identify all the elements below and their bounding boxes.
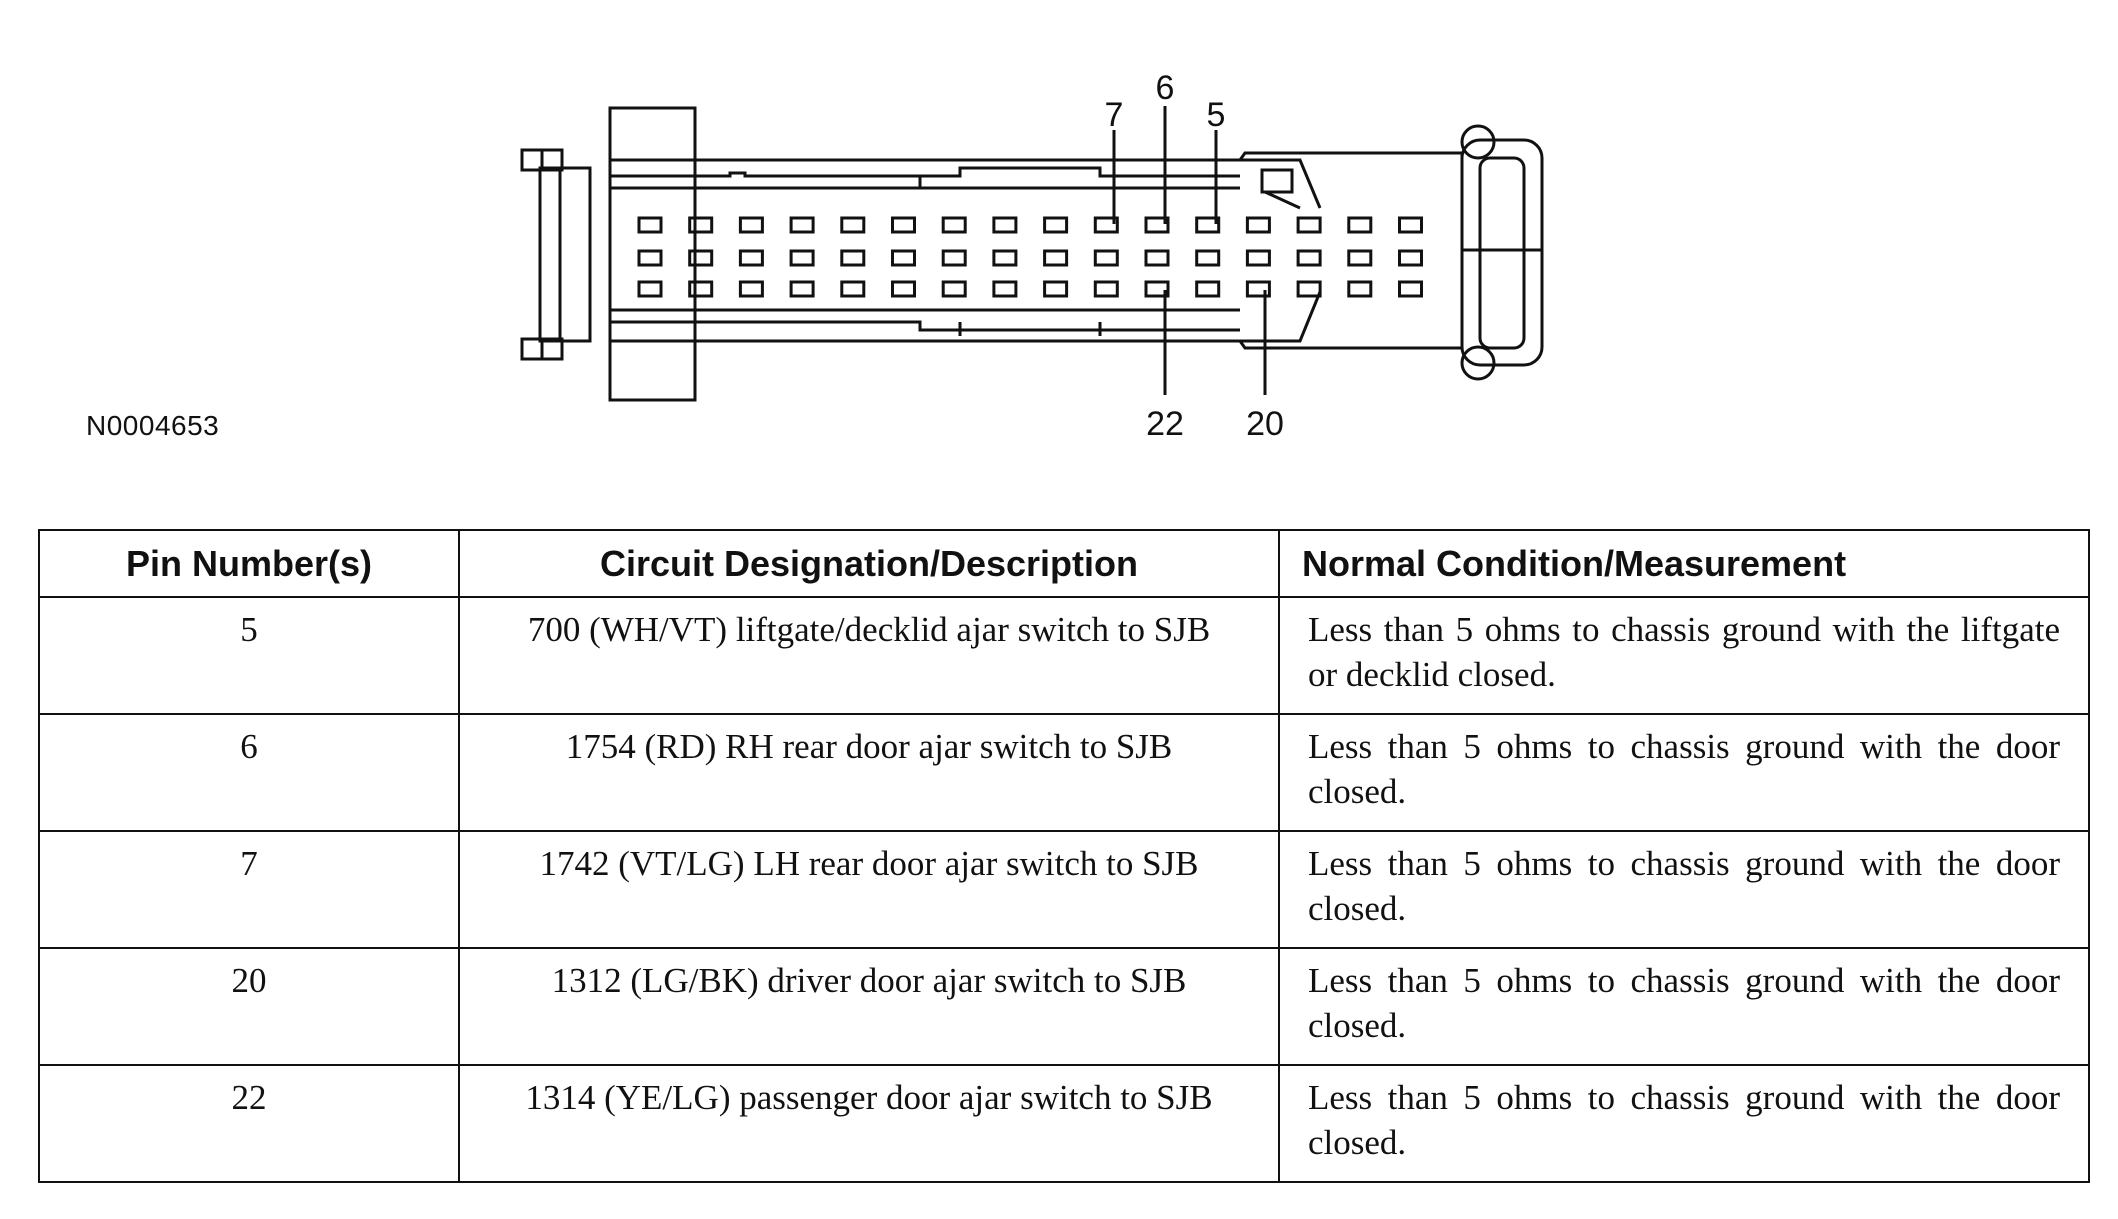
pin-cavity	[1398, 216, 1423, 234]
callout-pin-22: 22	[1146, 405, 1184, 443]
callout-pin-6: 6	[1156, 69, 1175, 107]
pin-cavity	[789, 216, 815, 234]
pin-cavity	[1245, 249, 1271, 267]
table-row: 5 700 (WH/VT) liftgate/decklid ajar swit…	[38, 596, 2090, 715]
right-housing	[1460, 138, 1544, 367]
connector-body	[610, 151, 1464, 350]
mounting-hole-top	[1460, 124, 1496, 160]
mounting-plate	[608, 106, 697, 402]
pin-cavity	[789, 280, 815, 298]
cell-pin: 22	[38, 1064, 460, 1183]
pin-cavity	[1195, 216, 1221, 234]
mounting-hole-bottom	[1460, 345, 1496, 381]
pin-cavity	[738, 249, 764, 267]
pin-cavity	[891, 280, 916, 298]
header-pin-number: Pin Number(s)	[38, 529, 460, 598]
pin-cavity	[840, 249, 866, 267]
pin-cavity	[1398, 249, 1423, 267]
pin-cavity	[1043, 216, 1069, 234]
pin-cavity	[637, 216, 663, 234]
cell-description: 700 (WH/VT) liftgate/decklid ajar switch…	[458, 596, 1280, 715]
cell-measurement: Less than 5 ohms to chassis ground with …	[1278, 947, 2090, 1066]
pin-cavity	[738, 216, 764, 234]
pin-cavity	[1093, 280, 1119, 298]
callout-pin-5: 5	[1207, 96, 1226, 134]
cell-pin: 20	[38, 947, 460, 1066]
pin-cavity	[1347, 280, 1373, 298]
cell-description: 1312 (LG/BK) driver door ajar switch to …	[458, 947, 1280, 1066]
cell-measurement: Less than 5 ohms to chassis ground with …	[1278, 713, 2090, 832]
pin-cavity	[1043, 280, 1069, 298]
pin-cavity	[688, 280, 714, 298]
pin-cavity	[941, 216, 967, 234]
pin-cavity	[1245, 280, 1271, 298]
pin-cavity	[840, 216, 866, 234]
pin-cavity	[789, 249, 815, 267]
pin-cavity	[738, 280, 764, 298]
cell-measurement: Less than 5 ohms to chassis ground with …	[1278, 830, 2090, 949]
pin-cavity	[992, 216, 1018, 234]
cell-measurement: Less than 5 ohms to chassis ground with …	[1278, 596, 2090, 715]
connector-diagram: 7 6 5 22 20	[520, 69, 1544, 443]
pin-cavity	[1195, 280, 1221, 298]
pin-cavity	[1296, 249, 1322, 267]
header-circuit-description: Circuit Designation/Description	[458, 529, 1280, 598]
cell-pin: 7	[38, 830, 460, 949]
cell-measurement: Less than 5 ohms to chassis ground with …	[1278, 1064, 2090, 1183]
table-row: 7 1742 (VT/LG) LH rear door ajar switch …	[38, 830, 2090, 949]
cell-description: 1314 (YE/LG) passenger door ajar switch …	[458, 1064, 1280, 1183]
pin-cavity	[1296, 280, 1322, 298]
pin-cavity	[1347, 249, 1373, 267]
table-row: 20 1312 (LG/BK) driver door ajar switch …	[38, 947, 2090, 1066]
header-normal-condition: Normal Condition/Measurement	[1278, 529, 2090, 598]
callout-pin-7: 7	[1105, 96, 1124, 134]
pin-cavity	[992, 280, 1018, 298]
cell-description: 1754 (RD) RH rear door ajar switch to SJ…	[458, 713, 1280, 832]
pin-cavity	[688, 216, 714, 234]
pin-cavity	[1245, 216, 1271, 234]
pin-cavity	[1398, 280, 1423, 298]
table-row: 22 1314 (YE/LG) passenger door ajar swit…	[38, 1064, 2090, 1183]
pin-cavity	[840, 280, 866, 298]
table-row: 6 1754 (RD) RH rear door ajar switch to …	[38, 713, 2090, 832]
cell-pin: 5	[38, 596, 460, 715]
cell-description: 1742 (VT/LG) LH rear door ajar switch to…	[458, 830, 1280, 949]
pin-cavity	[688, 249, 714, 267]
pin-cavity	[1093, 216, 1119, 234]
pin-cavity	[1347, 216, 1373, 234]
table-header-row: Pin Number(s) Circuit Designation/Descri…	[38, 529, 2090, 598]
pin-cavity	[1144, 280, 1170, 298]
pin-cavity	[637, 280, 663, 298]
diagram-id-label: N0004653	[86, 410, 220, 441]
pin-cavity	[1093, 249, 1119, 267]
pin-cavity	[1144, 249, 1170, 267]
pin-cavity	[1144, 216, 1170, 234]
pin-cavity	[891, 216, 916, 234]
callout-pin-20: 20	[1246, 405, 1284, 443]
pin-cavity	[1195, 249, 1221, 267]
pin-cavity	[1043, 249, 1069, 267]
left-frame	[538, 166, 592, 343]
pin-cavity	[891, 249, 916, 267]
pin-cavity	[1296, 216, 1322, 234]
pin-cavity	[941, 280, 967, 298]
pin-table: Pin Number(s) Circuit Designation/Descri…	[38, 529, 2090, 1183]
pin-cavity	[637, 249, 663, 267]
pin-cavities	[637, 216, 1423, 298]
cell-pin: 6	[38, 713, 460, 832]
pin-cavity	[941, 249, 967, 267]
pin-cavity	[992, 249, 1018, 267]
